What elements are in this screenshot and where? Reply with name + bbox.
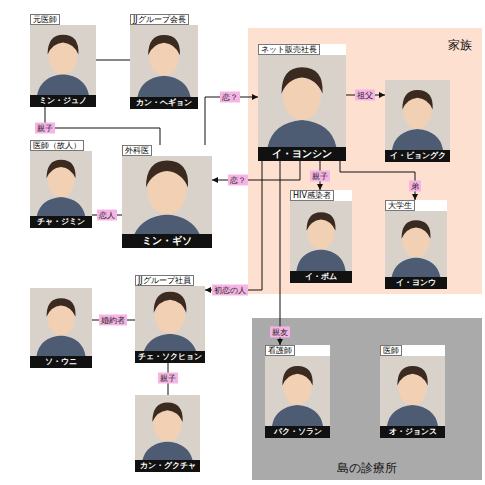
group-heading: 家族 xyxy=(448,38,472,52)
person-box: ソ・ウニ xyxy=(30,288,92,368)
person-box: JJグループ社員チェ・ソクヒョン xyxy=(135,275,205,363)
person-box: JJグループ会長カン・ヘギョン xyxy=(130,14,198,109)
person-name: チェ・ソクヒョン xyxy=(135,351,205,363)
person-name: パク・ソラン xyxy=(265,426,330,438)
relation-label: 親子 xyxy=(310,171,330,182)
role-tag: 医師 xyxy=(380,345,402,356)
role-tag: 看護師 xyxy=(265,345,295,356)
portrait-photo xyxy=(122,156,212,234)
person-box: HIV感染者イ・ボム xyxy=(290,190,352,283)
group-band: 島の診療所看護師パク・ソラン医師オ・ジョンス xyxy=(252,318,482,480)
person-name: イ・ビョングク xyxy=(385,150,450,162)
group-fill xyxy=(252,318,482,480)
relation-label: 恋？ xyxy=(220,92,240,103)
portrait-photo xyxy=(385,80,450,150)
portrait-photo xyxy=(135,395,200,460)
portrait-photo xyxy=(30,151,92,216)
person-name: カン・ヘギョン xyxy=(130,97,198,109)
person-name: イ・ボム xyxy=(290,271,352,283)
person-name: ミン・ジュノ xyxy=(30,95,96,107)
person-name: カン・グクチャ xyxy=(135,460,200,472)
region-fills xyxy=(248,28,482,480)
role-tag: JJグループ会長 xyxy=(130,14,189,25)
portrait-photo xyxy=(135,286,205,351)
group-fill xyxy=(248,28,482,294)
portrait-photo xyxy=(385,211,447,277)
person-box: 医師（故人） チャ・ジミン xyxy=(30,140,92,228)
role-tag: ネット販売社長 xyxy=(258,44,320,55)
person-box: カン・グクチャ xyxy=(135,395,200,472)
role-tag: 外科医 xyxy=(122,145,152,156)
relation-line xyxy=(96,60,130,61)
person-box: 看護師パク・ソラン xyxy=(265,345,330,438)
relation-label: 親子 xyxy=(158,373,178,384)
relation-label: 恋人 xyxy=(97,210,117,221)
relation-line xyxy=(280,161,281,345)
relation-label: 親子 xyxy=(35,123,55,134)
portrait-photo xyxy=(258,55,346,147)
portrait-photo xyxy=(30,288,92,356)
relation-label: 恋？ xyxy=(228,175,248,186)
role-tag: JJグループ社員 xyxy=(135,275,194,286)
portrait-photo xyxy=(30,25,96,95)
person-name: ミン・ギソ xyxy=(122,234,212,248)
relation-label: 祖父 xyxy=(355,90,375,101)
group-band: 家族ネット販売社長イ・ヨンシンイ・ビョングクHIV感染者イ・ボム大学生イ・ヨンウ xyxy=(248,28,482,294)
portrait-photo xyxy=(290,201,352,271)
portrait-photo xyxy=(265,356,330,426)
portrait-photo xyxy=(380,356,445,426)
person-name: イ・ヨンウ xyxy=(385,277,447,289)
portrait-photo xyxy=(130,25,198,97)
person-name: イ・ヨンシン xyxy=(258,147,346,161)
person-box: 元医師ミン・ジュノ xyxy=(30,14,96,107)
group-heading: 島の診療所 xyxy=(337,461,397,475)
person-box: イ・ビョングク xyxy=(385,80,450,162)
role-tag: 医師（故人） xyxy=(30,140,84,151)
person-name: オ・ジョンス xyxy=(380,426,445,438)
person-box: 大学生イ・ヨンウ xyxy=(385,200,447,289)
person-name: ソ・ウニ xyxy=(30,356,92,368)
relation-label: 親友 xyxy=(270,327,290,338)
person-box: ネット販売社長イ・ヨンシン xyxy=(258,44,346,161)
role-tag: HIV感染者 xyxy=(290,190,334,201)
relation-line xyxy=(205,97,258,145)
person-box: 外科医ミン・ギソ xyxy=(122,145,212,248)
person-name: チャ・ジミン xyxy=(30,216,92,228)
person-box: 医師オ・ジョンス xyxy=(380,345,445,438)
role-tag: 元医師 xyxy=(30,14,60,25)
role-tag: 大学生 xyxy=(385,200,415,211)
relation-line xyxy=(205,161,262,290)
relation-label: 弟 xyxy=(409,181,421,192)
connectors xyxy=(45,60,415,395)
relation-label: 婚約者 xyxy=(99,315,127,326)
relation-label: 初恋の人 xyxy=(212,285,248,296)
relation-line xyxy=(212,161,300,180)
